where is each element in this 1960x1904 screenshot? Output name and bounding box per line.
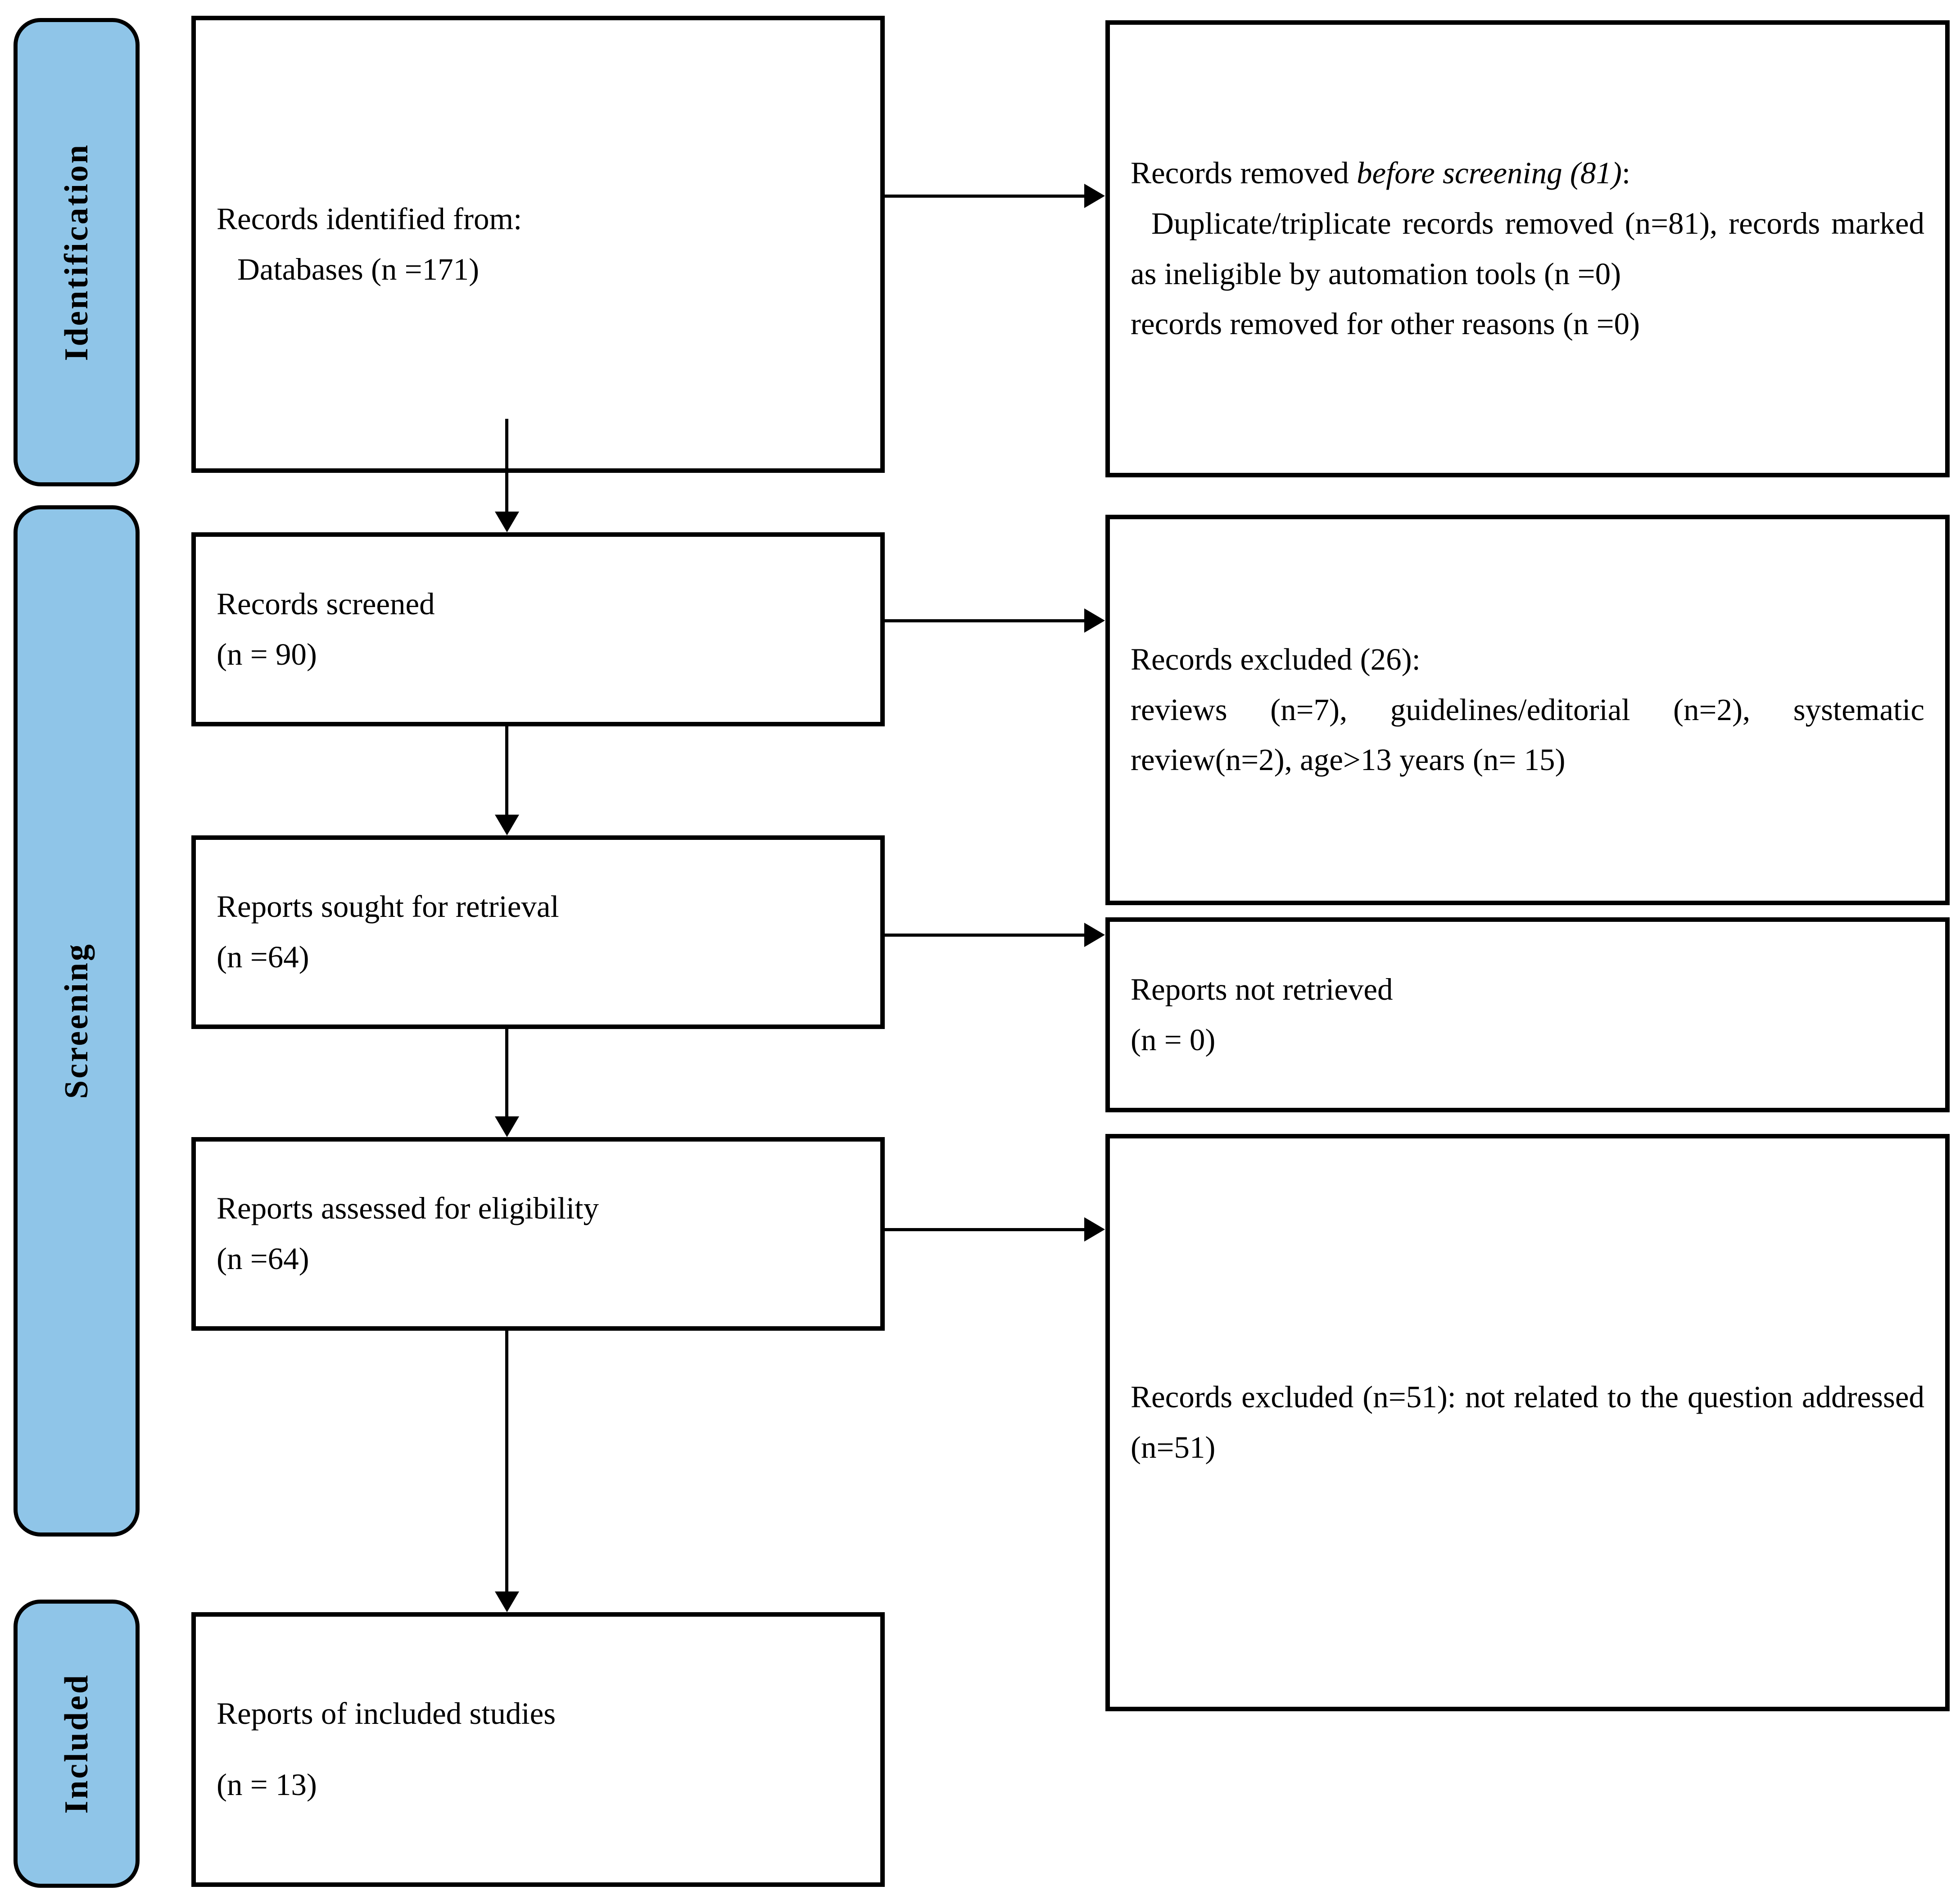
box-records-screened: Records screened (n = 90): [191, 532, 885, 726]
records-removed-heading-italic: before screening (81): [1357, 155, 1622, 190]
box-records-removed-before-screening: Records removed before screening (81): D…: [1105, 20, 1950, 477]
box-reports-not-retrieved: Reports not retrieved (n = 0): [1105, 917, 1950, 1112]
reports-not-retrieved-line2: (n = 0): [1131, 1022, 1216, 1057]
phase-bar-identification: Identification: [14, 18, 140, 486]
records-removed-heading: Records removed before screening (81):: [1131, 148, 1924, 199]
phase-bar-included: Included: [14, 1600, 140, 1888]
arrowhead-assessed-to-excluded-eligibility: [1084, 1217, 1105, 1242]
reports-included-line1: Reports of included studies: [217, 1696, 556, 1731]
arrowhead-screened-to-excluded: [1084, 608, 1105, 633]
records-removed-line3: records removed for other reasons (n =0): [1131, 307, 1640, 341]
reports-assessed-line1: Reports assessed for eligibility: [217, 1191, 599, 1226]
arrowhead-identified-to-removed: [1084, 184, 1105, 208]
phase-label-identification: Identification: [58, 143, 95, 361]
connector-sought-to-assessed: [505, 1029, 508, 1116]
box-reports-included: Reports of included studies (n = 13): [191, 1612, 885, 1887]
reports-not-retrieved-line1: Reports not retrieved: [1131, 972, 1393, 1006]
reports-sought-line1: Reports sought for retrieval: [217, 889, 559, 924]
arrowhead-identified-to-screened: [495, 512, 519, 532]
records-screened-line1: Records screened: [217, 586, 435, 621]
box-reports-sought: Reports sought for retrieval (n =64): [191, 835, 885, 1029]
box-records-identified: Records identified from: Databases (n =1…: [191, 16, 885, 473]
records-removed-heading-plain: Records removed: [1131, 155, 1357, 190]
connector-assessed-to-included: [505, 1331, 508, 1591]
phase-bar-screening: Screening: [14, 505, 140, 1537]
records-identified-line1: Records identified from:: [217, 201, 522, 236]
records-excluded-screening-line2: reviews (n=7), guidelines/editorial (n=2…: [1131, 692, 1924, 777]
arrowhead-sought-to-assessed: [495, 1116, 519, 1137]
connector-screened-to-excluded: [885, 619, 1084, 622]
arrowhead-screened-to-sought: [495, 815, 519, 835]
records-excluded-screening-line1: Records excluded (26):: [1131, 642, 1421, 676]
box-records-excluded-screening: Records excluded (26): reviews (n=7), gu…: [1105, 515, 1950, 905]
arrowhead-sought-to-not-retrieved: [1084, 923, 1105, 947]
reports-assessed-line2: (n =64): [217, 1242, 309, 1276]
box-records-excluded-eligibility: Records excluded (n=51): not related to …: [1105, 1134, 1950, 1711]
connector-screened-to-sought: [505, 726, 508, 815]
box-reports-assessed: Reports assessed for eligibility (n =64): [191, 1137, 885, 1331]
records-removed-heading-tail: :: [1621, 155, 1631, 190]
connector-sought-to-not-retrieved: [885, 934, 1084, 937]
connector-assessed-to-excluded-eligibility: [885, 1228, 1084, 1231]
reports-sought-line2: (n =64): [217, 940, 309, 974]
connector-identified-to-screened: [505, 419, 508, 512]
records-excluded-eligibility-line1: Records excluded (n=51): not related to …: [1131, 1380, 1924, 1464]
connector-identified-to-removed: [885, 195, 1084, 198]
phase-label-screening: Screening: [58, 943, 95, 1099]
phase-label-included: Included: [58, 1673, 95, 1814]
records-screened-line2: (n = 90): [217, 637, 317, 671]
reports-included-line2: (n = 13): [217, 1768, 317, 1802]
records-identified-line2: Databases (n =171): [237, 252, 480, 286]
records-removed-line2: Duplicate/triplicate records removed (n=…: [1131, 206, 1924, 291]
arrowhead-assessed-to-included: [495, 1591, 519, 1612]
